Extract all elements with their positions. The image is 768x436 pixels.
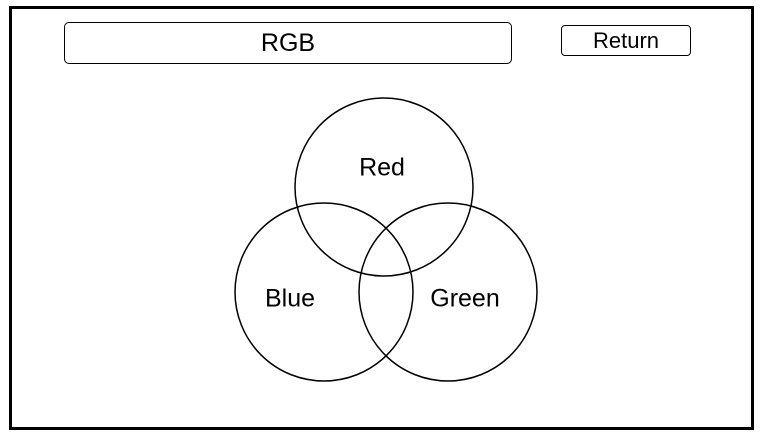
green-circle[interactable]: [358, 202, 538, 382]
page-title: RGB: [260, 28, 316, 57]
green-label: Green: [430, 285, 499, 313]
rgb-venn-diagram: Red Blue Green: [234, 97, 538, 382]
blue-label: Blue: [265, 285, 315, 313]
red-circle[interactable]: [294, 97, 474, 277]
red-label: Red: [359, 154, 405, 182]
return-button[interactable]: Return: [561, 25, 691, 56]
title-bar: RGB: [64, 22, 512, 64]
blue-circle[interactable]: [234, 202, 414, 382]
screen-frame: RGB Return Red Blue Green: [9, 6, 754, 430]
